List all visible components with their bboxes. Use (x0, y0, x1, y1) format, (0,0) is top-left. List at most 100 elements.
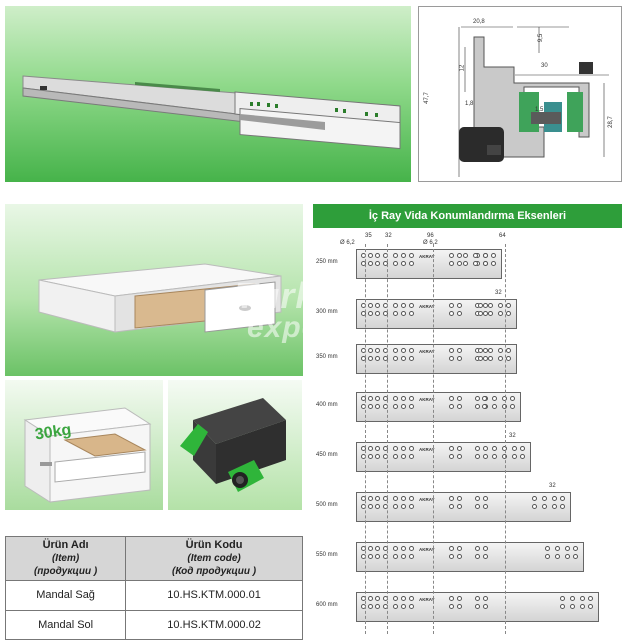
screw-hole (449, 596, 454, 601)
screw-hole (401, 446, 406, 451)
screw-hole (545, 554, 550, 559)
screw-hole (401, 396, 406, 401)
screw-hole (502, 396, 507, 401)
screw-hole (401, 253, 406, 258)
dim-1-5: 1,5 (535, 107, 544, 113)
screw-hole (409, 253, 414, 258)
screw-hole (449, 496, 454, 501)
axis-guide-line (505, 244, 506, 634)
screw-hole (368, 496, 373, 501)
screw-hole (506, 348, 511, 353)
screw-hole (449, 404, 454, 409)
screw-hole (409, 554, 414, 559)
screw-hole (552, 496, 557, 501)
screw-hole (560, 604, 565, 609)
screw-hole (506, 311, 511, 316)
screw-hole (478, 356, 483, 361)
header-item-code: Ürün Kodu (Item code) (Код продукции ) (125, 536, 303, 581)
screw-hole (520, 454, 525, 459)
rail-drawing: AKRAY (356, 542, 584, 572)
item-code: 10.HS.KTM.000.01 (125, 580, 303, 611)
product-photo-drawer (5, 204, 303, 376)
rail-extra-dim: 32 (495, 290, 502, 296)
screw-hole (457, 604, 462, 609)
screw-hole (409, 596, 414, 601)
screw-hole (573, 546, 578, 551)
rail-brand: AKRAY (419, 397, 435, 402)
screw-hole (492, 454, 497, 459)
screw-hole (393, 504, 398, 509)
latch-illustration (180, 398, 286, 492)
product-photo-latch (168, 380, 302, 510)
screw-hole (368, 311, 373, 316)
screw-hole (368, 303, 373, 308)
screw-hole (375, 356, 380, 361)
screw-hole (483, 446, 488, 451)
screw-hole (375, 404, 380, 409)
dim-30: 30 (541, 63, 548, 69)
screw-hole (502, 404, 507, 409)
screw-hole (449, 396, 454, 401)
screw-hole (506, 303, 511, 308)
screw-hole (545, 546, 550, 551)
screw-hole (375, 396, 380, 401)
rail-brand: AKRAY (419, 254, 435, 259)
screw-hole (409, 504, 414, 509)
rail-drawing: AKRAY (356, 592, 599, 622)
screw-hole (483, 596, 488, 601)
screw-hole (512, 446, 517, 451)
screw-hole (457, 504, 462, 509)
screw-hole (393, 356, 398, 361)
screw-hole (409, 446, 414, 451)
screw-hole (393, 303, 398, 308)
screw-hole (375, 504, 380, 509)
screw-hole (483, 261, 488, 266)
dim-20-8: 20,8 (473, 19, 485, 25)
screw-hole (401, 356, 406, 361)
screw-hole (409, 348, 414, 353)
screw-hole (375, 546, 380, 551)
screw-hole (565, 554, 570, 559)
screw-hole (449, 261, 454, 266)
screw-hole (478, 311, 483, 316)
screw-hole (457, 253, 462, 258)
axis-guide-line (387, 244, 388, 634)
screw-hole (449, 303, 454, 308)
screw-hole (498, 303, 503, 308)
screw-hole (492, 446, 497, 451)
screw-hole (475, 604, 480, 609)
profile-diagram (458, 26, 609, 177)
rail-drawing: AKRAY (356, 344, 517, 374)
screw-hole (492, 404, 497, 409)
screw-hole (492, 396, 497, 401)
screw-hole (375, 496, 380, 501)
screw-hole (449, 311, 454, 316)
dim-9-5: 9,5 (538, 33, 545, 43)
screw-hole (368, 404, 373, 409)
rail-brand: AKRAY (419, 547, 435, 552)
screw-hole (488, 311, 493, 316)
screw-hole (483, 253, 488, 258)
screw-hole (393, 348, 398, 353)
product-photo-cabinet: 30kg (5, 380, 163, 510)
rails-title: İç Ray Vida Konumlandırma Eksenleri (313, 204, 622, 228)
screw-hole (449, 604, 454, 609)
screw-hole (401, 504, 406, 509)
screw-hole (393, 311, 398, 316)
screw-hole (375, 303, 380, 308)
screw-hole (393, 604, 398, 609)
table-header-row: Ürün Adı (Item) (продукции ) Ürün Kodu (… (5, 536, 303, 581)
rail-size-label: 550 mm (316, 552, 338, 558)
screw-hole (457, 348, 462, 353)
screw-hole (457, 356, 462, 361)
rail-size-label: 350 mm (316, 354, 338, 360)
dim-12: 12 (459, 64, 466, 72)
screw-hole (409, 454, 414, 459)
item-name: Mandal Sol (5, 609, 127, 640)
dim-1-8: 1,8 (465, 101, 474, 107)
screw-hole (457, 554, 462, 559)
screw-hole (375, 604, 380, 609)
screw-hole (475, 554, 480, 559)
rail-size-label: 400 mm (316, 402, 338, 408)
screw-hole (478, 348, 483, 353)
